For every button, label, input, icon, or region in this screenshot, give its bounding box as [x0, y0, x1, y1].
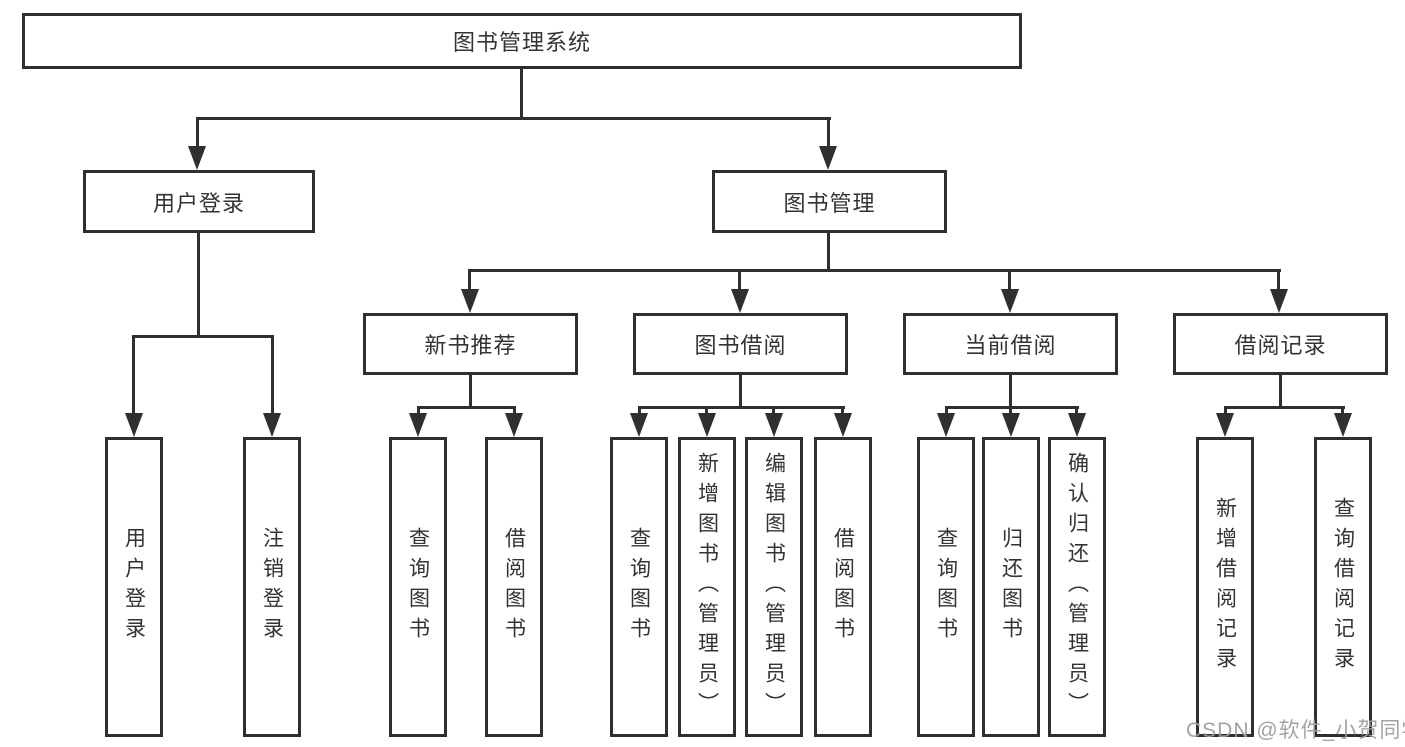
leaf-add-borrow-record: 新增借阅记录	[1196, 437, 1254, 737]
arrowhead-icon	[819, 146, 837, 170]
node-label: 新书推荐	[424, 333, 517, 358]
leaf-label: 借阅图书	[831, 527, 855, 647]
connector-line	[1075, 406, 1078, 416]
leaf-label: 新增图书（管理员）	[695, 452, 719, 722]
connector-line	[945, 406, 948, 416]
leaf-confirm-return-admin: 确认归还（管理员）	[1048, 437, 1106, 737]
leaf-label: 查询图书	[627, 527, 651, 647]
node-label: 借阅记录	[1234, 333, 1327, 358]
connector-line	[132, 335, 135, 414]
node-new-book-recommendation: 新书推荐	[363, 313, 578, 375]
leaf-user-login: 用户登录	[105, 437, 163, 737]
node-label: 图书借阅	[694, 333, 787, 358]
connector-line	[417, 406, 420, 416]
arrowhead-icon	[188, 146, 206, 170]
node-book-management: 图书管理	[712, 170, 947, 233]
connector-line	[469, 375, 472, 409]
connector-line	[945, 406, 1079, 409]
node-label: 图书管理	[783, 190, 876, 216]
leaf-label: 借阅图书	[502, 527, 526, 647]
connector-line	[638, 406, 641, 416]
arrowhead-icon	[505, 413, 523, 437]
connector-line	[1341, 406, 1344, 416]
node-book-borrowing: 图书借阅	[633, 313, 848, 375]
leaf-logout: 注销登录	[243, 437, 301, 737]
connector-line	[271, 335, 274, 414]
arrowhead-icon	[731, 289, 749, 313]
arrowhead-icon	[125, 413, 143, 437]
connector-line	[520, 68, 523, 119]
arrowhead-icon	[698, 413, 716, 437]
leaf-label: 查询借阅记录	[1331, 497, 1355, 677]
connector-line	[1279, 375, 1282, 409]
node-borrowing-records: 借阅记录	[1173, 313, 1388, 375]
connector-line	[1009, 406, 1012, 416]
arrowhead-icon	[1068, 413, 1086, 437]
node-user-login: 用户登录	[83, 170, 315, 233]
leaf-edit-books-admin: 编辑图书（管理员）	[745, 437, 803, 737]
connector-line	[196, 117, 831, 120]
leaf-query-borrow-record: 查询借阅记录	[1314, 437, 1372, 737]
leaf-borrow-books: 借阅图书	[814, 437, 872, 737]
leaf-query-books-current: 查询图书	[917, 437, 975, 737]
leaf-borrow-books-recommend: 借阅图书	[485, 437, 543, 737]
leaf-query-books-borrow: 查询图书	[610, 437, 668, 737]
leaf-label: 归还图书	[999, 527, 1023, 647]
connector-line	[469, 269, 1281, 272]
connector-line	[1224, 406, 1227, 416]
node-current-borrowing: 当前借阅	[903, 313, 1118, 375]
arrowhead-icon	[1334, 413, 1352, 437]
connector-line	[772, 406, 775, 416]
leaf-add-books-admin: 新增图书（管理员）	[678, 437, 736, 737]
connector-line	[132, 335, 274, 338]
leaf-label: 确认归还（管理员）	[1065, 452, 1089, 722]
arrowhead-icon	[937, 413, 955, 437]
connector-line	[513, 406, 516, 416]
connector-line	[827, 117, 830, 149]
arrowhead-icon	[1001, 289, 1019, 313]
leaf-label: 新增借阅记录	[1213, 497, 1237, 677]
arrowhead-icon	[461, 289, 479, 313]
connector-line	[705, 406, 708, 416]
arrowhead-icon	[263, 413, 281, 437]
leaf-label: 查询图书	[406, 527, 430, 647]
arrowhead-icon	[409, 413, 427, 437]
arrowhead-icon	[1216, 413, 1234, 437]
connector-line	[738, 269, 741, 291]
leaf-label: 用户登录	[122, 527, 146, 647]
connector-line	[468, 269, 471, 291]
connector-line	[739, 375, 742, 409]
connector-line	[197, 233, 200, 338]
connector-line	[1009, 375, 1012, 409]
leaf-label: 查询图书	[934, 527, 958, 647]
arrowhead-icon	[1270, 289, 1288, 313]
node-label: 当前借阅	[964, 333, 1057, 358]
connector-line	[417, 406, 516, 409]
leaf-label: 注销登录	[260, 527, 284, 647]
arrowhead-icon	[1002, 413, 1020, 437]
node-label: 图书管理系统	[452, 30, 591, 55]
connector-line	[841, 406, 844, 416]
connector-line	[638, 406, 845, 409]
leaf-label: 编辑图书（管理员）	[762, 452, 786, 722]
connector-line	[1277, 269, 1280, 291]
leaf-return-books: 归还图书	[982, 437, 1040, 737]
arrowhead-icon	[765, 413, 783, 437]
leaf-query-books-recommend: 查询图书	[389, 437, 447, 737]
connector-line	[1008, 269, 1011, 291]
node-library-management-system: 图书管理系统	[22, 13, 1022, 69]
connector-line	[196, 117, 199, 149]
node-label: 用户登录	[152, 190, 245, 216]
arrowhead-icon	[834, 413, 852, 437]
connector-line	[827, 233, 830, 272]
connector-line	[1224, 406, 1345, 409]
arrowhead-icon	[630, 413, 648, 437]
csdn-watermark: CSDN @软件_小贺同学	[1186, 719, 1405, 742]
